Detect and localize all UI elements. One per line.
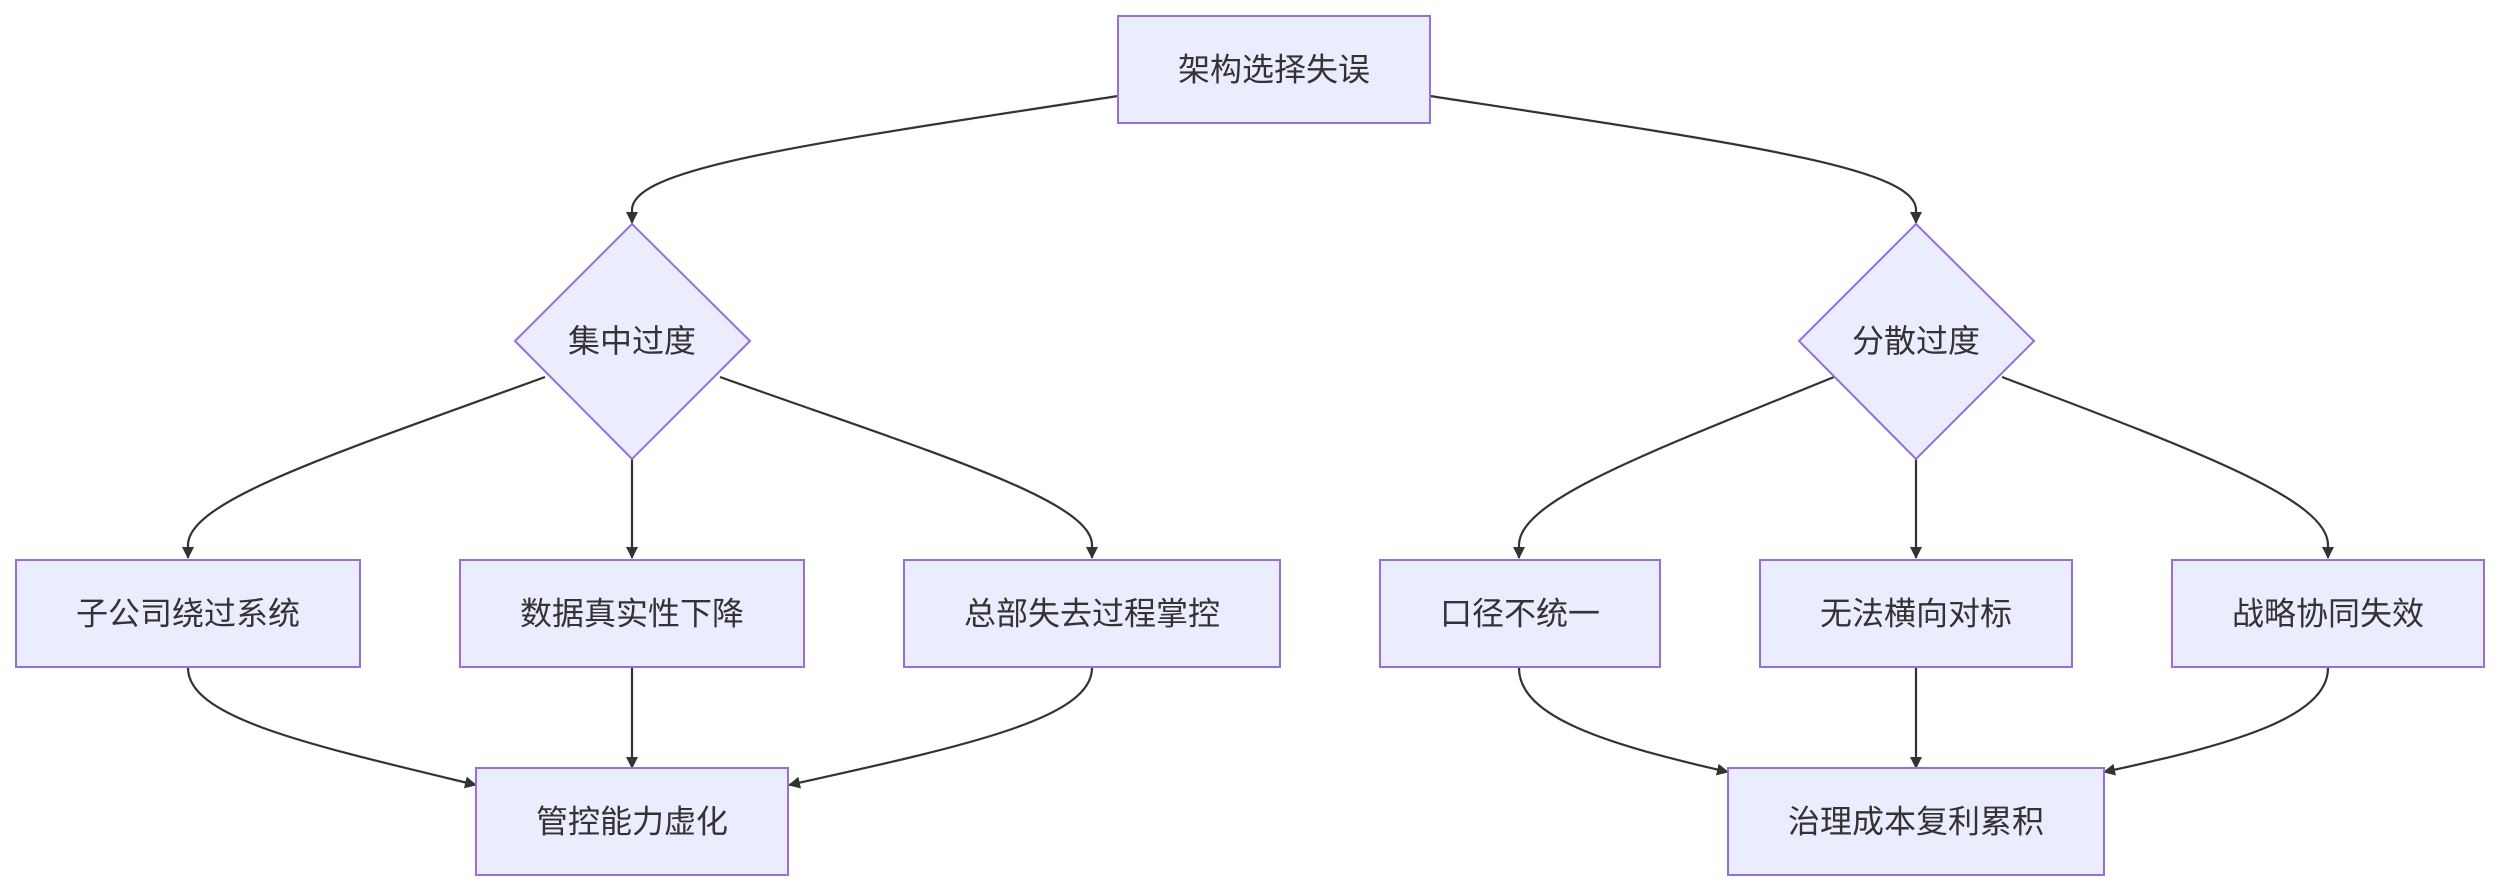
edge-root-decentralize [1429, 94, 1922, 224]
node-inconsistent: 口径不统一 [1379, 559, 1661, 668]
edge-synergy-fail-cost-compound [2103, 667, 2330, 776]
edge-root-centralize [626, 94, 1119, 224]
node-label: 治理成本复利累积 [1788, 803, 2044, 841]
edge-decentralize-synergy-fail [2001, 375, 2334, 559]
edge-decentralize-inconsistent [1513, 375, 1835, 559]
node-label: 无法横向对标 [1820, 595, 2012, 633]
edge-bypass-control-void [186, 667, 477, 789]
node-bypass: 子公司绕过系统 [15, 559, 361, 668]
node-root: 架构选择失误 [1117, 15, 1431, 124]
edge-lose-control-control-void [788, 667, 1094, 789]
node-lose-control: 总部失去过程掌控 [903, 559, 1281, 668]
node-label: 管控能力虚化 [536, 803, 728, 841]
edge-centralize-lose-control [719, 375, 1098, 559]
edge-inconsistent-cost-compound [1517, 667, 1729, 776]
node-cost-compound: 治理成本复利累积 [1727, 767, 2105, 876]
node-label: 集中过度 [568, 322, 696, 360]
edge-centralize-bypass [182, 375, 546, 559]
node-label: 子公司绕过系统 [76, 595, 300, 633]
node-data-decline: 数据真实性下降 [459, 559, 805, 668]
node-control-void: 管控能力虚化 [475, 767, 789, 876]
node-synergy-fail: 战略协同失效 [2171, 559, 2485, 668]
node-no-benchmark: 无法横向对标 [1759, 559, 2073, 668]
node-label: 数据真实性下降 [520, 595, 744, 633]
node-label: 口径不统一 [1440, 595, 1600, 633]
edges [182, 94, 2334, 789]
node-label: 架构选择失误 [1178, 51, 1370, 89]
node-label: 总部失去过程掌控 [964, 595, 1220, 633]
node-label: 战略协同失效 [2232, 595, 2424, 633]
node-label: 分散过度 [1852, 322, 1980, 360]
node-decentralize: 分散过度 [1797, 222, 2036, 461]
node-centralize: 集中过度 [513, 222, 752, 461]
